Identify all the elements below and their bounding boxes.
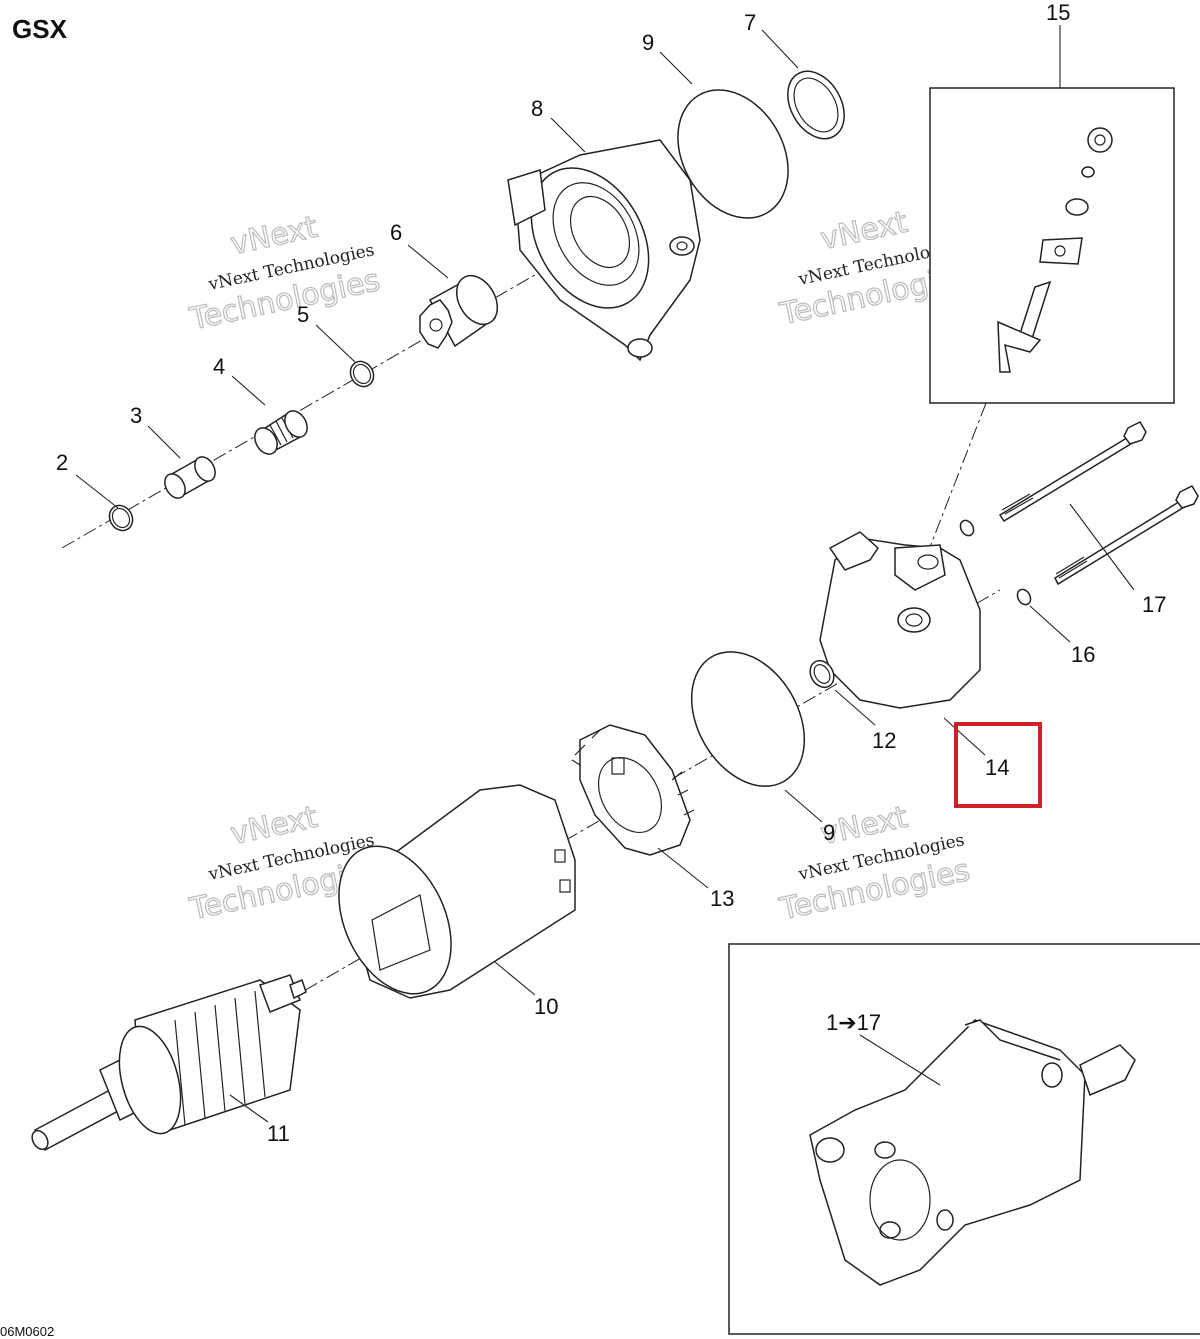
- part-5-snap-ring: [349, 360, 375, 388]
- part-10-yoke-housing: [338, 784, 576, 999]
- callout-15: 15: [1046, 0, 1070, 25]
- part-4-spring: [254, 410, 308, 455]
- part-2-circlip: [108, 504, 134, 532]
- part-14-end-cover: [819, 531, 981, 709]
- callout-9-upper: 9: [642, 30, 654, 55]
- callout-assembly: 1➔17: [826, 1010, 881, 1035]
- part-7-seal-ring: [787, 70, 845, 140]
- callout-13: 13: [710, 886, 734, 911]
- watermark-4: vNext vNext Technologies Technologies: [776, 799, 974, 928]
- callout-16: 16: [1071, 642, 1095, 667]
- callout-5: 5: [297, 302, 309, 327]
- callout-6: 6: [390, 220, 402, 245]
- callout-labels: 2 3 4 5 6 8 9 7 15 17 16 12 14 9 13 10 1…: [56, 0, 1166, 1146]
- callout-4: 4: [213, 354, 225, 379]
- callout-7: 7: [744, 10, 756, 35]
- part-15-terminal-kit: [997, 127, 1113, 373]
- part-9-o-ring-upper: [677, 89, 789, 219]
- callout-17: 17: [1142, 592, 1166, 617]
- watermark-1: vNext vNext Technologies Technologies: [186, 209, 384, 338]
- callout-9-lower: 9: [823, 820, 835, 845]
- highlight-box[interactable]: [954, 722, 1042, 808]
- callout-8: 8: [531, 96, 543, 121]
- detail-axis: [924, 379, 996, 561]
- part-11-armature: [31, 974, 307, 1152]
- part-6-pinion-gear: [419, 275, 499, 349]
- part-8-drive-housing: [507, 139, 701, 362]
- part-3-collar: [164, 456, 216, 499]
- page-title: GSX: [12, 14, 68, 44]
- callout-3: 3: [130, 403, 142, 428]
- leader-lines: [75, 25, 1135, 1123]
- assembled-starter-view: [809, 1019, 1136, 1286]
- figure-code: 06M0602: [0, 1324, 54, 1339]
- callout-10: 10: [534, 994, 558, 1019]
- callout-11: 11: [267, 1121, 290, 1146]
- part-13-brush-holder-plate: [571, 724, 695, 856]
- callout-14: 14: [985, 755, 1009, 780]
- part-16-washers: [959, 519, 1032, 606]
- part-17-through-bolts: [998, 421, 1199, 586]
- callout-12: 12: [872, 728, 896, 753]
- part-12-small-o-ring: [809, 659, 835, 689]
- callout-2: 2: [56, 450, 68, 475]
- part-9-o-ring-lower: [690, 651, 806, 787]
